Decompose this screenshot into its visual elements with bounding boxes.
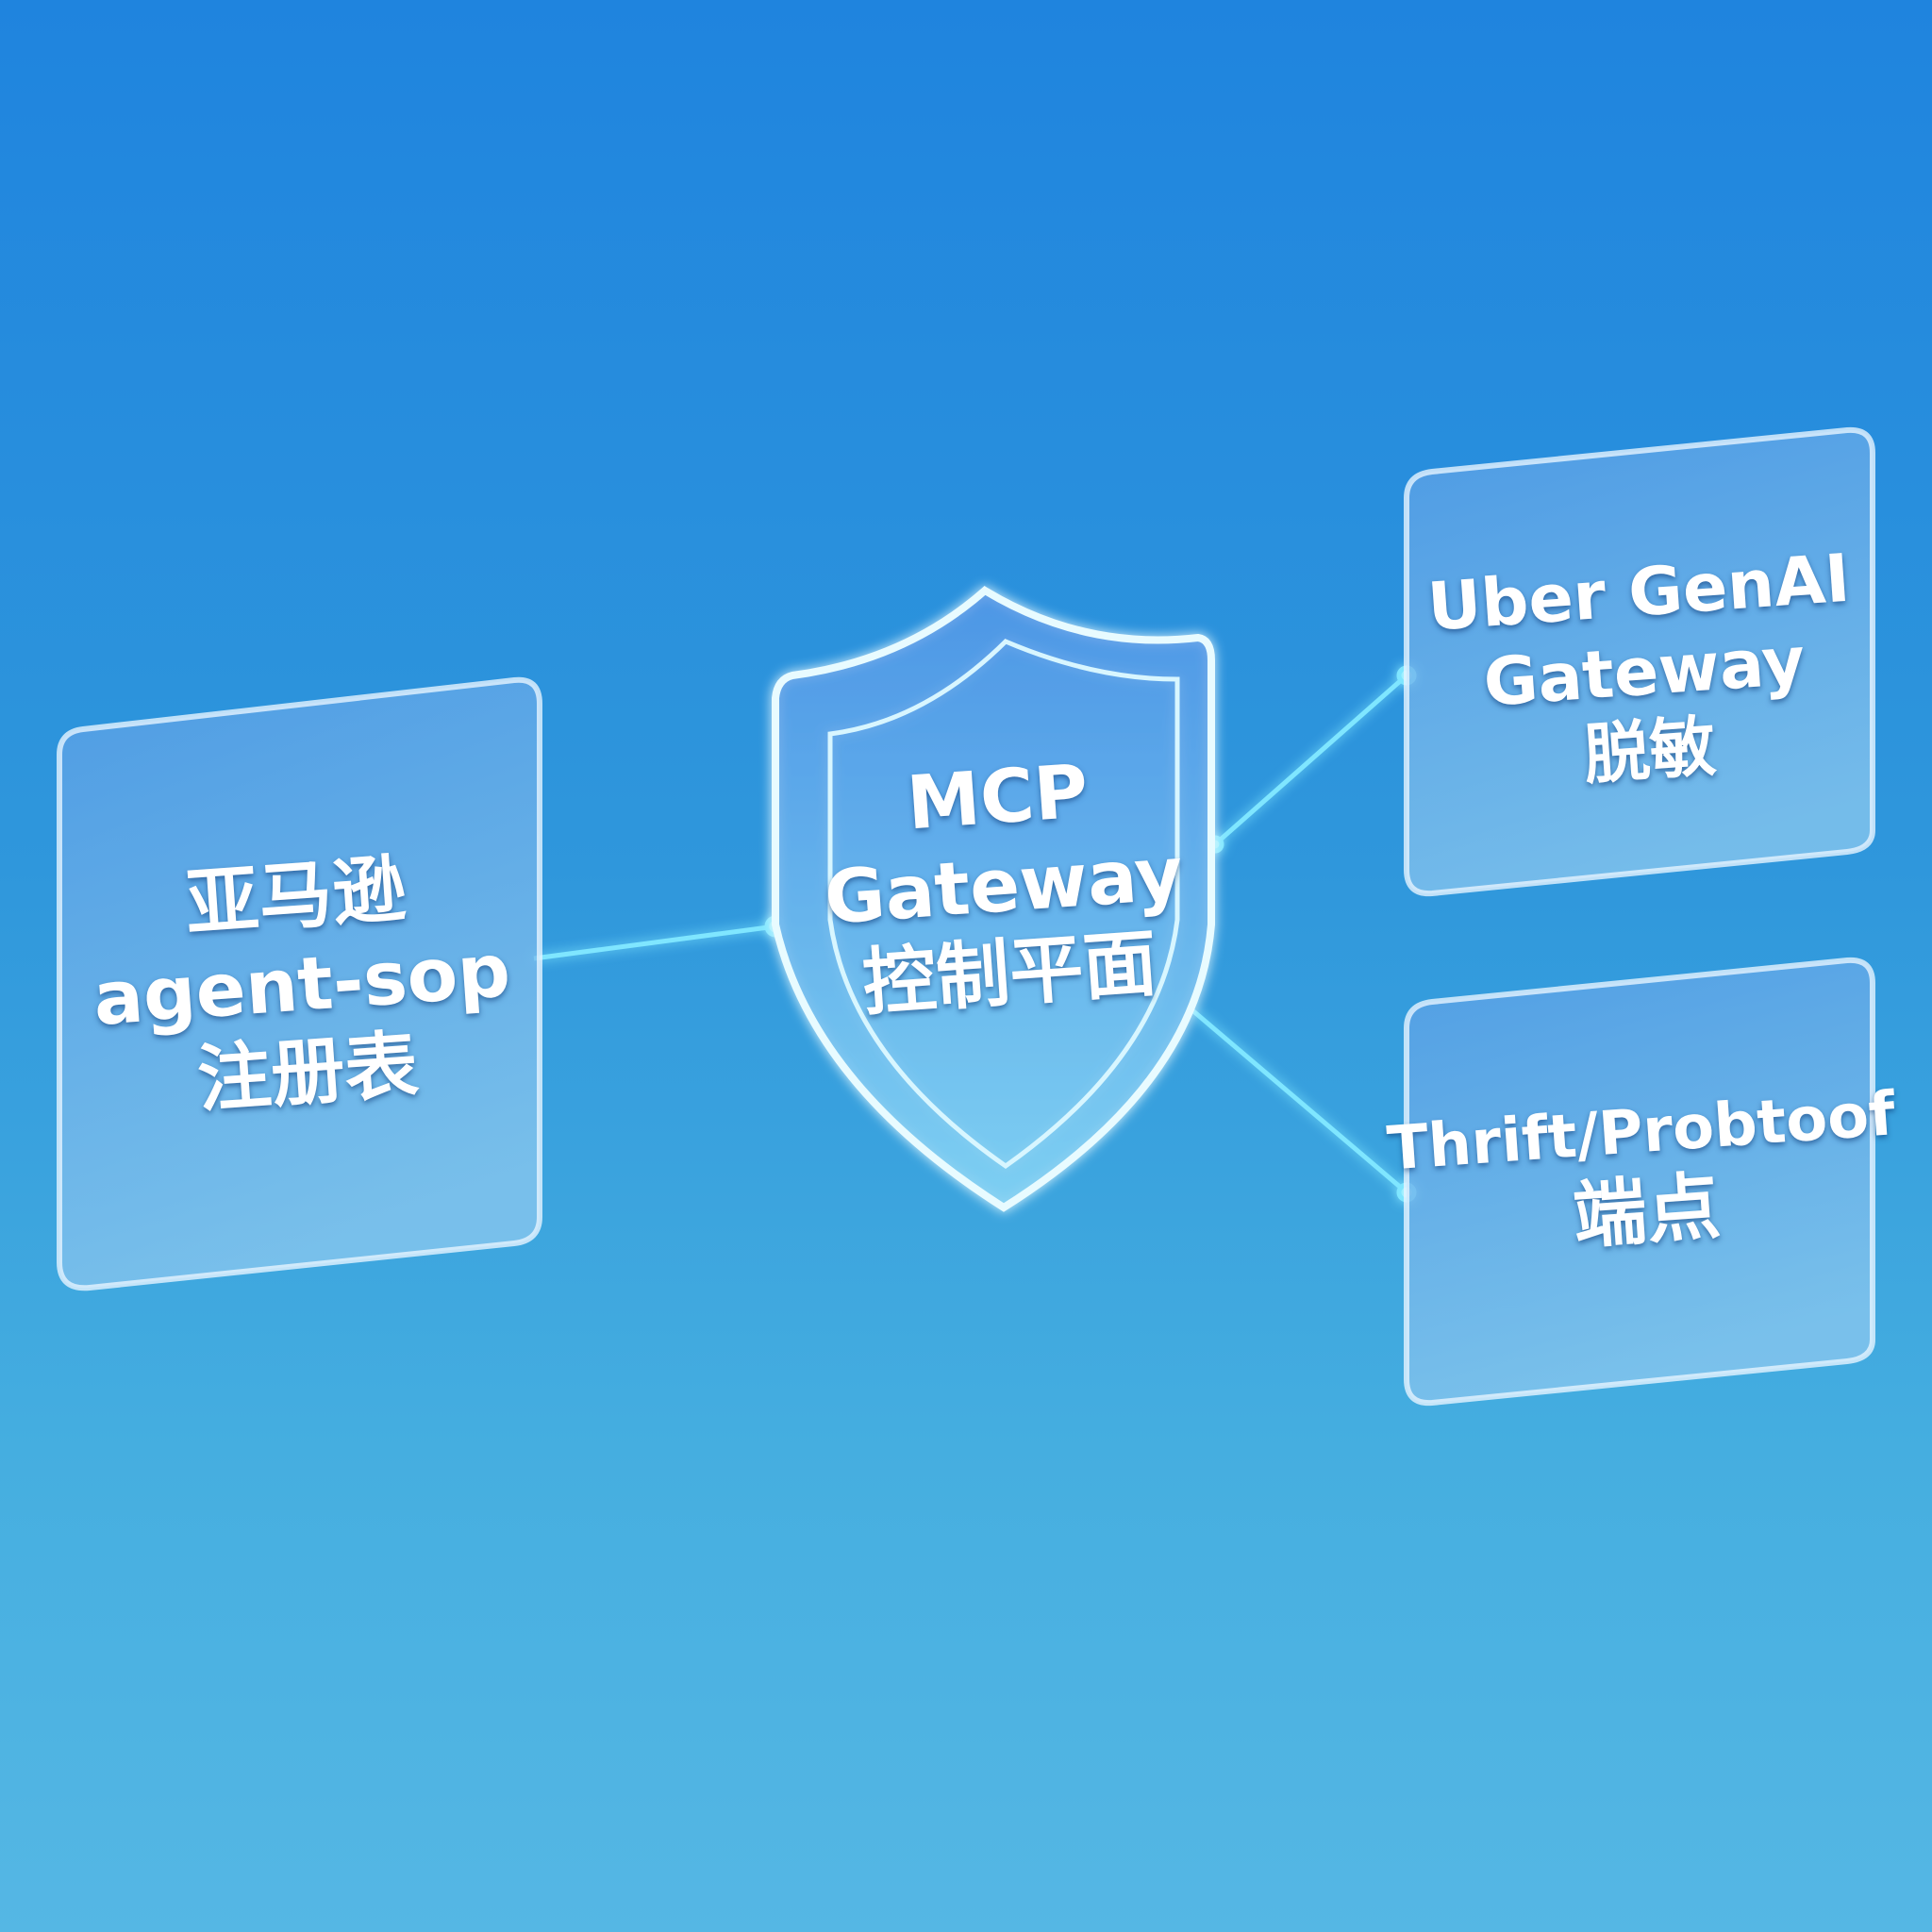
- connector-center-top-right: [1213, 674, 1408, 846]
- card-right-top: [1404, 426, 1875, 897]
- card-right-bottom: [1404, 957, 1875, 1407]
- node-right-top-label: Uber GenAI Gateway 脱敏: [1425, 539, 1864, 806]
- connector-left-center: [533, 924, 776, 961]
- node-center-label: MCP Gateway 控制平面: [816, 742, 1192, 1032]
- node-left-label: 亚马逊 agent-sop 注册表: [85, 840, 520, 1133]
- connector-center-bottom-right: [1191, 1008, 1408, 1194]
- card-left: [57, 676, 542, 1291]
- shield-icon: [772, 586, 1215, 1212]
